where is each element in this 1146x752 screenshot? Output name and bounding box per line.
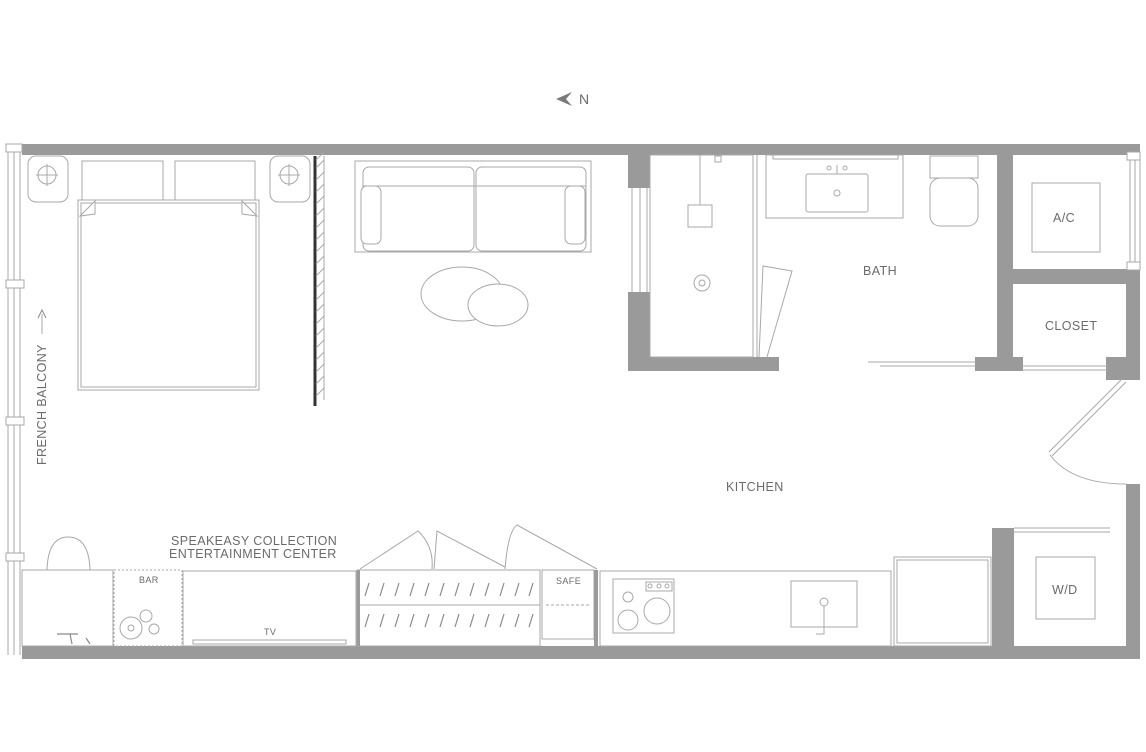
sofa <box>354 160 592 253</box>
speakeasy-label-line1: SPEAKEASY COLLECTION <box>171 534 337 548</box>
tv-cabinet: TV <box>182 570 357 647</box>
shower-door <box>758 265 793 358</box>
cooktop <box>612 578 675 634</box>
wardrobe <box>356 524 598 647</box>
ac-unit: A/C <box>1031 182 1101 253</box>
compass: N <box>556 91 590 107</box>
exterior-walls <box>22 144 1140 659</box>
bar: BAR <box>113 569 183 647</box>
room-label-ac: A/C <box>1053 211 1075 225</box>
safe-label: SAFE <box>556 576 581 586</box>
toilet <box>929 155 979 227</box>
bath-door <box>868 361 975 367</box>
entry-door <box>1048 378 1127 485</box>
bath-vanity <box>765 154 904 219</box>
bath-walls <box>628 155 1140 646</box>
right-window <box>1126 151 1141 271</box>
partition-screen <box>313 151 325 406</box>
washer-dryer: W/D <box>1014 527 1110 620</box>
room-label-wd: W/D <box>1052 583 1078 597</box>
room-label-kitchen: KITCHEN <box>726 480 784 494</box>
room-label-closet: CLOSET <box>1045 319 1097 333</box>
safe: SAFE <box>541 569 598 646</box>
bed <box>27 155 311 391</box>
speakeasy-label-line2: ENTERTAINMENT CENTER <box>169 547 337 561</box>
refrigerator <box>893 556 992 647</box>
kitchen-sink <box>790 580 858 635</box>
closet: CLOSET <box>1022 319 1108 371</box>
north-arrow-icon <box>556 92 572 106</box>
tv-label: TV <box>264 627 276 637</box>
coffee-tables <box>420 266 529 327</box>
shower <box>649 154 758 358</box>
french-balcony-label: FRENCH BALCONY <box>35 344 49 465</box>
french-balcony: FRENCH BALCONY <box>5 143 49 655</box>
bar-label: BAR <box>139 575 159 585</box>
compass-label: N <box>579 91 590 107</box>
desk <box>21 536 114 647</box>
room-label-bath: BATH <box>863 264 897 278</box>
